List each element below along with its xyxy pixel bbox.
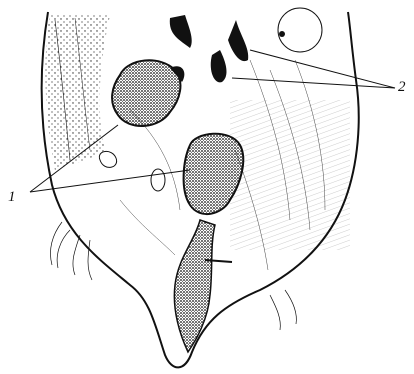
left-wall-stipple [45, 15, 110, 170]
cyst-left [99, 151, 116, 167]
cyst-mid [151, 169, 165, 191]
leader-2b [232, 78, 395, 88]
label-1: 1 [8, 190, 16, 205]
label-2: 2 [398, 80, 406, 95]
upper-cavity-mid [211, 50, 227, 82]
dark-tract [174, 220, 215, 352]
upper-cavity-left [170, 15, 192, 48]
leader-2a [250, 50, 395, 88]
small-gland [278, 8, 322, 52]
nodule-upper [112, 60, 180, 126]
upper-cavity-right [228, 20, 248, 61]
